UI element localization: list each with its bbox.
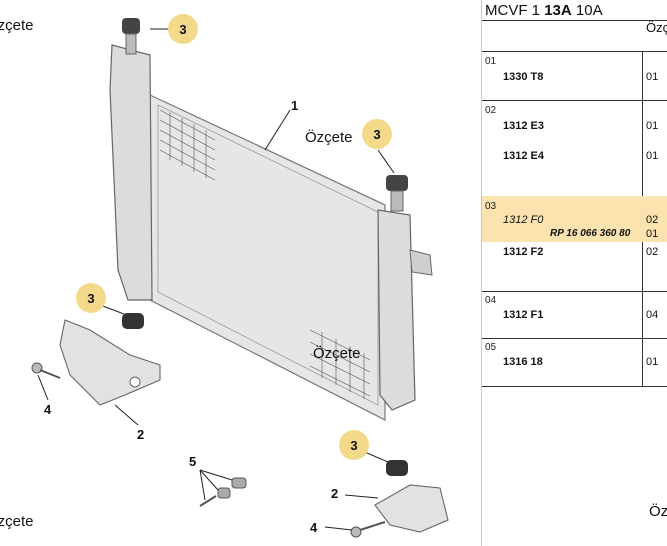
part-ref[interactable]: 1312 E3 [503, 120, 544, 132]
part-qty: 01 [646, 120, 659, 132]
part-qty: 02 [646, 214, 659, 226]
label-4[interactable]: 4 [44, 402, 52, 417]
parts-diagram: Özçete Özçete Özçete Özçete 3 3 3 3 1 2 … [0, 14, 449, 538]
watermark-text: Özçete [305, 129, 353, 146]
callout-3[interactable]: 3 [339, 430, 369, 460]
callout-3[interactable]: 3 [168, 14, 198, 44]
label-2[interactable]: 2 [331, 486, 339, 501]
part-ref[interactable]: 1312 F1 [503, 309, 544, 321]
part-ref[interactable]: 1312 F0 [503, 214, 544, 226]
part-qty: 01 [646, 150, 659, 162]
label-5[interactable]: 5 [189, 454, 197, 469]
list-item[interactable]: 04 1312 F1 04 [482, 291, 667, 339]
watermark-text: Özçete [313, 345, 361, 362]
part-ref[interactable]: 1330 T8 [503, 71, 544, 83]
label-4[interactable]: 4 [310, 520, 318, 535]
label-2[interactable]: 2 [137, 427, 145, 442]
watermark-text: Öz [649, 503, 667, 520]
list-item[interactable]: 01 1330 T8 01 [482, 51, 667, 101]
part-ref[interactable]: 1316 18 [503, 356, 543, 368]
part-qty: 01 [646, 228, 659, 240]
part-qty: 01 [646, 356, 659, 368]
part-qty: 02 [646, 246, 659, 258]
list-item[interactable]: 02 1312 E3 01 1312 E4 01 [482, 100, 667, 197]
watermark-text: Özçete [0, 513, 34, 530]
part-ref[interactable]: RP 16 066 360 80 [550, 228, 631, 239]
row-highlight [482, 196, 667, 242]
part-ref[interactable]: 1312 E4 [503, 150, 544, 162]
list-item[interactable]: 05 1316 18 01 [482, 338, 667, 387]
part-qty: 01 [646, 71, 659, 83]
watermark-text: Özçete [0, 17, 34, 34]
radiator-illustration [31, 18, 449, 538]
callout-3[interactable]: 3 [76, 283, 106, 313]
callout-3[interactable]: 3 [362, 119, 392, 149]
part-ref[interactable]: 1312 F2 [503, 246, 544, 258]
label-1[interactable]: 1 [291, 98, 299, 113]
part-qty: 04 [646, 309, 659, 321]
panel-header: MCVF 1 13A 10A [485, 2, 603, 19]
header-clipped-text: Özçete [646, 20, 667, 35]
parts-list-panel: MCVF 1 13A 10A Özçete 01 1330 T8 01 02 1… [481, 0, 667, 546]
list-item[interactable]: 03 1312 F0 02 RP 16 066 360 80 01 1312 F… [482, 196, 667, 292]
